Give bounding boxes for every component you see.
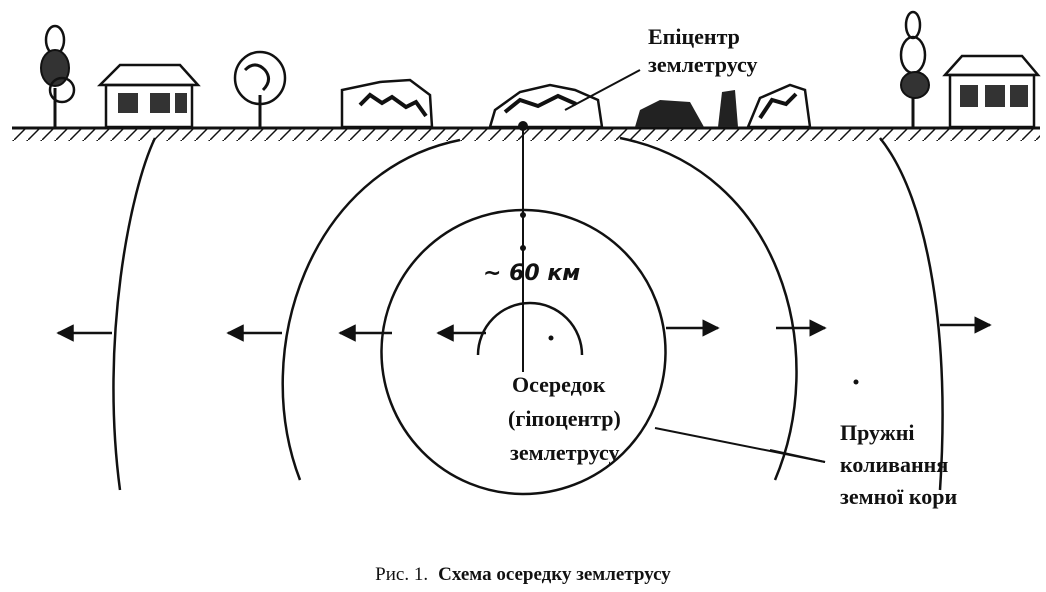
focus-label-line2: (гіпоцентр)	[508, 406, 621, 431]
waves-label-line1: Пружні	[840, 420, 915, 445]
focus-label-line3: землетрусу	[510, 440, 620, 465]
debris-dot	[853, 379, 859, 385]
ruins-icon	[340, 78, 434, 129]
ruins-icon	[635, 100, 704, 127]
waves-leader-lines	[654, 427, 826, 463]
waves-label-line3: земної кори	[840, 484, 958, 509]
tree-icon	[899, 10, 930, 128]
waves-label-line2: коливання	[840, 452, 948, 477]
epicenter-label-line2: землетрусу	[648, 52, 758, 77]
caption-title: Схема осередку землетрусу	[438, 564, 671, 585]
wave-fronts	[112, 136, 944, 496]
epicenter-marker	[518, 121, 528, 372]
debris-dot	[548, 335, 554, 341]
focus-label-line1: Осередок	[512, 372, 606, 397]
house-icon	[96, 63, 201, 129]
wave-direction-arrows	[56, 316, 992, 342]
tree-icon	[40, 24, 76, 128]
depth-label: ~ 60 км	[483, 261, 580, 286]
caption-prefix: Рис. 1.	[375, 564, 428, 585]
ruins-icon	[488, 83, 604, 129]
epicenter-label-line1: Епіцентр	[648, 24, 740, 49]
ruins-icon	[718, 83, 812, 129]
tree-icon	[233, 50, 287, 128]
figure-caption: Рис. 1. Схема осередку землетрусу	[375, 564, 671, 585]
epicenter-leader-line	[564, 69, 641, 111]
house-icon	[942, 54, 1041, 129]
